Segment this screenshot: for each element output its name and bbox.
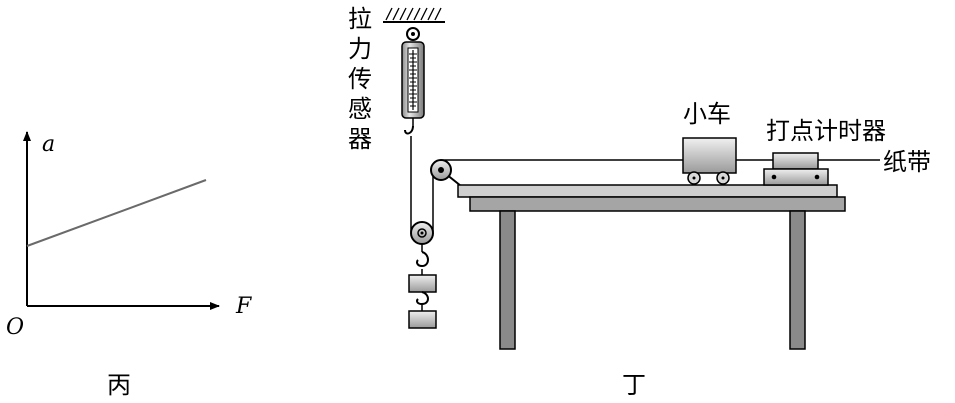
origin-label: O	[6, 315, 24, 340]
sensor-label-char: 拉	[348, 5, 372, 33]
tape-label: 纸带	[883, 148, 931, 176]
timer-label: 打点计时器	[766, 117, 886, 145]
sensor-label-char: 感	[348, 95, 372, 123]
cart-label: 小车	[683, 100, 731, 128]
hanging-weights	[408, 269, 437, 329]
sensor-label: 拉 力 传 感 器	[348, 5, 372, 153]
force-sensor	[401, 27, 425, 135]
graph-bing: a F O 丙	[6, 131, 252, 399]
table-top	[469, 196, 846, 212]
movable-pulley	[410, 221, 434, 268]
sensor-label-char: 力	[348, 35, 372, 63]
track-board	[457, 184, 838, 198]
table	[457, 184, 846, 350]
caption-bing: 丙	[107, 371, 131, 399]
sensor-label-char: 器	[348, 125, 372, 153]
cart	[682, 137, 737, 185]
ceiling-mount	[383, 7, 445, 23]
x-axis-label: F	[235, 294, 252, 319]
table-pulley	[430, 159, 467, 191]
table-leg-left	[499, 210, 516, 350]
caption-ding: 丁	[622, 371, 646, 399]
apparatus-ding: 拉 力 传 感 器	[348, 5, 931, 399]
sensor-label-char: 传	[348, 65, 372, 93]
table-leg-right	[789, 210, 806, 350]
ticker-timer	[763, 152, 829, 186]
y-axis-label: a	[42, 132, 55, 157]
a-f-line	[26, 179, 207, 247]
